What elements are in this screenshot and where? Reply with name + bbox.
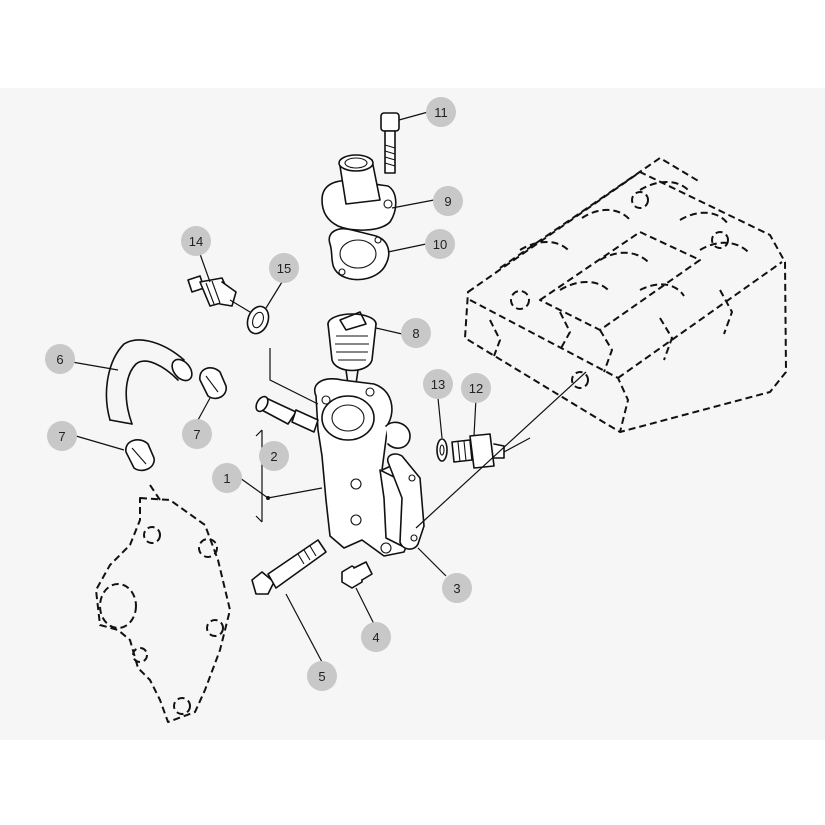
housing-gasket bbox=[386, 453, 425, 550]
callout-15: 15 bbox=[269, 253, 299, 283]
callout-4: 4 bbox=[361, 622, 391, 652]
callout-11: 11 bbox=[426, 97, 456, 127]
bolt-top bbox=[380, 112, 400, 174]
callout-7a: 7 bbox=[182, 419, 212, 449]
callout-2: 2 bbox=[259, 441, 289, 471]
engine-block bbox=[464, 157, 787, 433]
hose-clamp-upper bbox=[199, 367, 227, 400]
temperature-sender bbox=[187, 275, 237, 307]
callout-1: 1 bbox=[212, 463, 242, 493]
pipe-stud bbox=[255, 395, 297, 425]
assembly-lines bbox=[229, 299, 587, 529]
callout-3: 3 bbox=[442, 573, 472, 603]
water-pump bbox=[95, 484, 231, 723]
leader-lines bbox=[71, 111, 477, 663]
callout-14: 14 bbox=[181, 226, 211, 256]
callout-12: 12 bbox=[461, 373, 491, 403]
callout-6: 6 bbox=[45, 344, 75, 374]
sender-washer bbox=[246, 305, 270, 335]
callout-13: 13 bbox=[423, 369, 453, 399]
callout-10: 10 bbox=[425, 229, 455, 259]
bypass-hose bbox=[105, 339, 193, 425]
drain-plug bbox=[341, 561, 373, 589]
temperature-switch bbox=[451, 433, 505, 469]
callout-7b: 7 bbox=[47, 421, 77, 451]
thermostat-cover bbox=[321, 154, 397, 231]
switch-washer bbox=[436, 438, 448, 462]
callout-8: 8 bbox=[401, 318, 431, 348]
hose-clamp-lower bbox=[125, 439, 155, 472]
callout-5: 5 bbox=[307, 661, 337, 691]
callout-9: 9 bbox=[433, 186, 463, 216]
cover-gasket bbox=[328, 228, 390, 281]
long-bolt bbox=[251, 539, 327, 595]
thermostat bbox=[327, 311, 377, 385]
